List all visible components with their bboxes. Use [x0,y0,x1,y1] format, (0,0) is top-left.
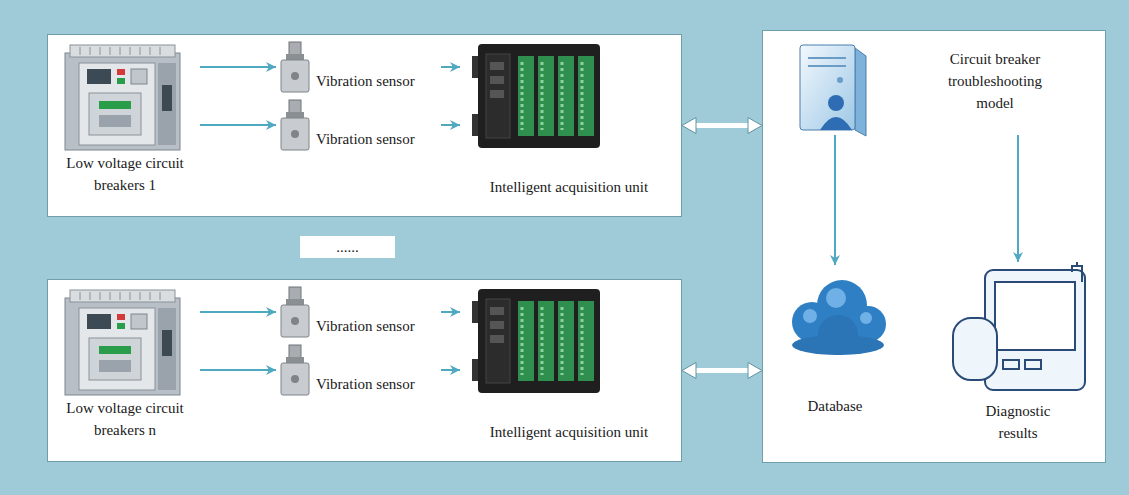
node-label: Low voltage circuit breakers 1 [50,152,200,196]
node-label: ...... [300,236,395,258]
panel-fill [762,30,1106,463]
node-label: Vibration sensor [316,70,415,92]
sensor-node: Vibration sensor [276,100,441,150]
node-label: Vibration sensor [316,128,415,150]
sensor-node: Vibration sensor [276,345,441,395]
group-panel: Low voltage circuit breakers n Vibration … [47,279,682,462]
equipment-illustration [65,287,600,395]
panel-fill [47,34,682,217]
computer-icon [800,45,866,136]
connector-arrow [441,66,460,68]
connector-arrow [200,124,276,126]
connector-arrow [200,369,276,371]
connector-arrow [834,135,836,265]
equipment-illustration [65,42,600,150]
node-label: Intelligent acquisition unit [460,421,678,443]
sensor-node: Vibration sensor [276,287,441,337]
breaker-node: Low voltage circuit breakers n [50,285,200,441]
connector-arrow [441,311,460,313]
node-label: Diagnostic results [973,400,1063,444]
connector-arrow [696,368,748,373]
database-node: Database [780,265,890,417]
connector-arrow [441,124,460,126]
connector-arrow [441,369,460,371]
acquisition-node: Intelligent acquisition unit [460,285,678,443]
connector-arrow [200,66,276,68]
connector-arrow [1017,135,1019,262]
node-label: Circuit breaker troubleshooting model [930,48,1060,114]
database-cloud [792,280,886,355]
group-panel: Low voltage circuit breakers 1 Vibration … [47,34,682,217]
model-node: Circuit breaker troubleshooting model [780,40,1060,135]
sensor-node: Vibration sensor [276,42,441,92]
results-node: Diagnostic results [973,262,1063,444]
diagnostic-device [953,262,1085,390]
connector-arrow [696,123,748,128]
panel-fill [47,279,682,462]
node-label: Vibration sensor [316,315,415,337]
node-label: Low voltage circuit breakers n [50,397,200,441]
breaker-node: Low voltage circuit breakers 1 [50,40,200,196]
node-label: Database [780,395,890,417]
acquisition-node: Intelligent acquisition unit [460,40,678,198]
node-label: Intelligent acquisition unit [460,176,678,198]
server-panel: Circuit breaker troubleshooting modelDat… [762,30,1106,463]
ellipsis-box: ...... [300,236,395,258]
node-label: Vibration sensor [316,373,415,395]
connector-arrow [200,311,276,313]
